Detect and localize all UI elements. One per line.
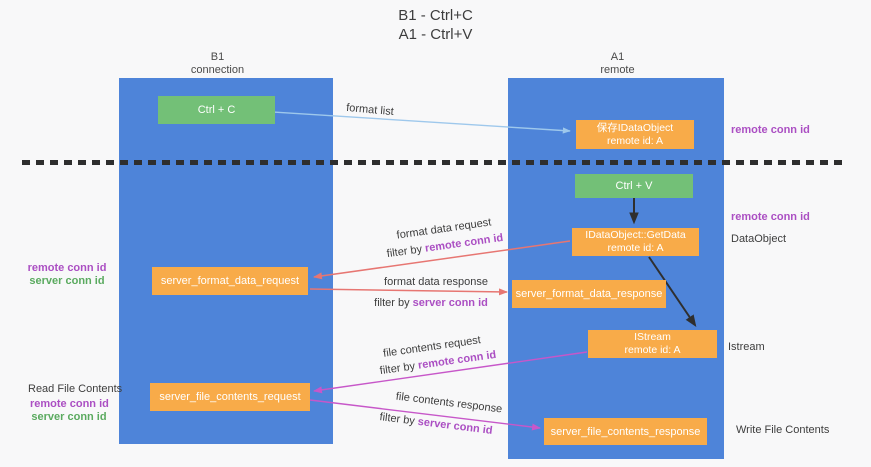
file-contents-response-label: file contents response [395,390,503,416]
save-dataobject-line1: 保存IDataObject [596,121,674,134]
server-file-contents-response-box: server_file_contents_response [544,418,707,445]
title-line-1: B1 - Ctrl+C [398,7,473,24]
istream-line1: IStream [634,331,671,343]
left-column-header: B1 connection [160,51,275,77]
server-file-contents-response-label: server_file_contents_response [550,425,701,438]
format-data-response-label: format data response [384,276,488,288]
dashed-divider [22,160,846,165]
left-remote-conn-id-bottom: remote conn id [30,398,109,410]
server-format-data-response-label: server_format_data_response [515,288,663,300]
right-column-name: A1 [610,51,625,63]
left-column-name: B1 [210,51,225,63]
istream-box: IStream remote id: A [588,330,717,358]
left-conn-id-labels: remote conn id server conn id [27,262,107,288]
istream-line2: remote id: A [624,344,681,356]
filter-by-server-conn-id-label-2: filter by server conn id [378,411,494,437]
right-column-header: A1 remote [560,51,675,77]
server-format-data-request-label: server_format_data_request [160,275,300,287]
server-conn-id-highlight: server conn id [412,297,488,309]
save-dataobject-line2: remote id: A [606,134,664,147]
format-list-label: format list [345,101,395,119]
getdata-line2: remote id: A [607,242,664,254]
dataobject-label: DataObject [731,233,787,245]
istream-side-label: Istream [728,341,765,353]
right-remote-conn-id-mid: remote conn id [731,211,810,223]
server-format-data-request-box: server_format_data_request [152,267,308,295]
left-column-subtitle: connection [190,64,245,76]
right-column-subtitle: remote [600,64,635,76]
left-server-conn-id: server conn id [29,275,105,287]
filter-by-server-conn-id-label-1: filter by server conn id [374,297,488,309]
save-dataobject-box: 保存IDataObject remote id: A [576,120,694,149]
left-server-conn-id-bottom: server conn id [31,411,107,423]
right-remote-conn-id-top: remote conn id [731,124,810,136]
left-remote-conn-id: remote conn id [27,262,107,274]
ctrl-c-box: Ctrl + C [158,96,275,124]
title-line-2: A1 - Ctrl+V [398,26,473,43]
ctrl-v-label: Ctrl + V [615,180,653,192]
server-format-data-response-box: server_format_data_response [512,280,666,308]
server-file-contents-request-box: server_file_contents_request [150,383,310,411]
server-conn-id-highlight-2: server conn id [417,415,494,437]
read-file-contents-label: Read File Contents [28,383,123,395]
server-file-contents-request-label: server_file_contents_request [159,391,301,403]
ctrl-c-label: Ctrl + C [197,104,236,116]
ctrl-v-box: Ctrl + V [575,174,693,198]
getdata-box: IDataObject::GetData remote id: A [572,228,699,256]
arrow-format-data-response [309,288,508,296]
diagram-title: B1 - Ctrl+C A1 - Ctrl+V [0,6,871,44]
getdata-line1: IDataObject::GetData [585,229,686,241]
write-file-contents-label: Write File Contents [736,424,830,436]
left-conn-id-labels-bottom: remote conn id server conn id [30,398,109,424]
